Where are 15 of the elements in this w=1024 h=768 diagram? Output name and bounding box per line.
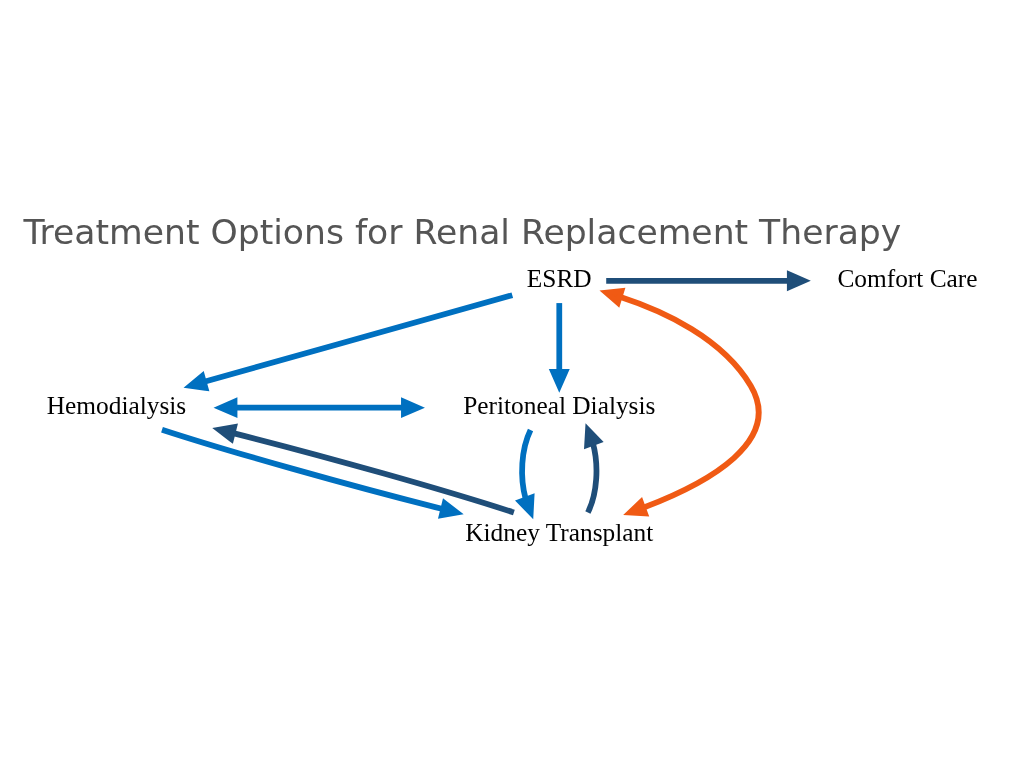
arrow: [606, 270, 811, 292]
arrow: [515, 428, 535, 520]
arrow: [584, 423, 604, 514]
diagram-title: Treatment Options for Renal Replacement Therapy: [23, 211, 902, 252]
node-text: Kidney Transplant: [465, 517, 654, 546]
node-text: Peritoneal Dialysis: [463, 391, 656, 420]
arrow: [213, 397, 425, 419]
node-text: Hemodialysis: [46, 391, 187, 420]
arrow: [212, 423, 515, 516]
node-text: ESRD: [526, 264, 592, 293]
arrow: [161, 426, 464, 519]
node-text: Comfort Care: [837, 264, 978, 293]
arrow: [548, 303, 570, 393]
arrow: [183, 292, 514, 392]
arrow: [599, 287, 762, 517]
